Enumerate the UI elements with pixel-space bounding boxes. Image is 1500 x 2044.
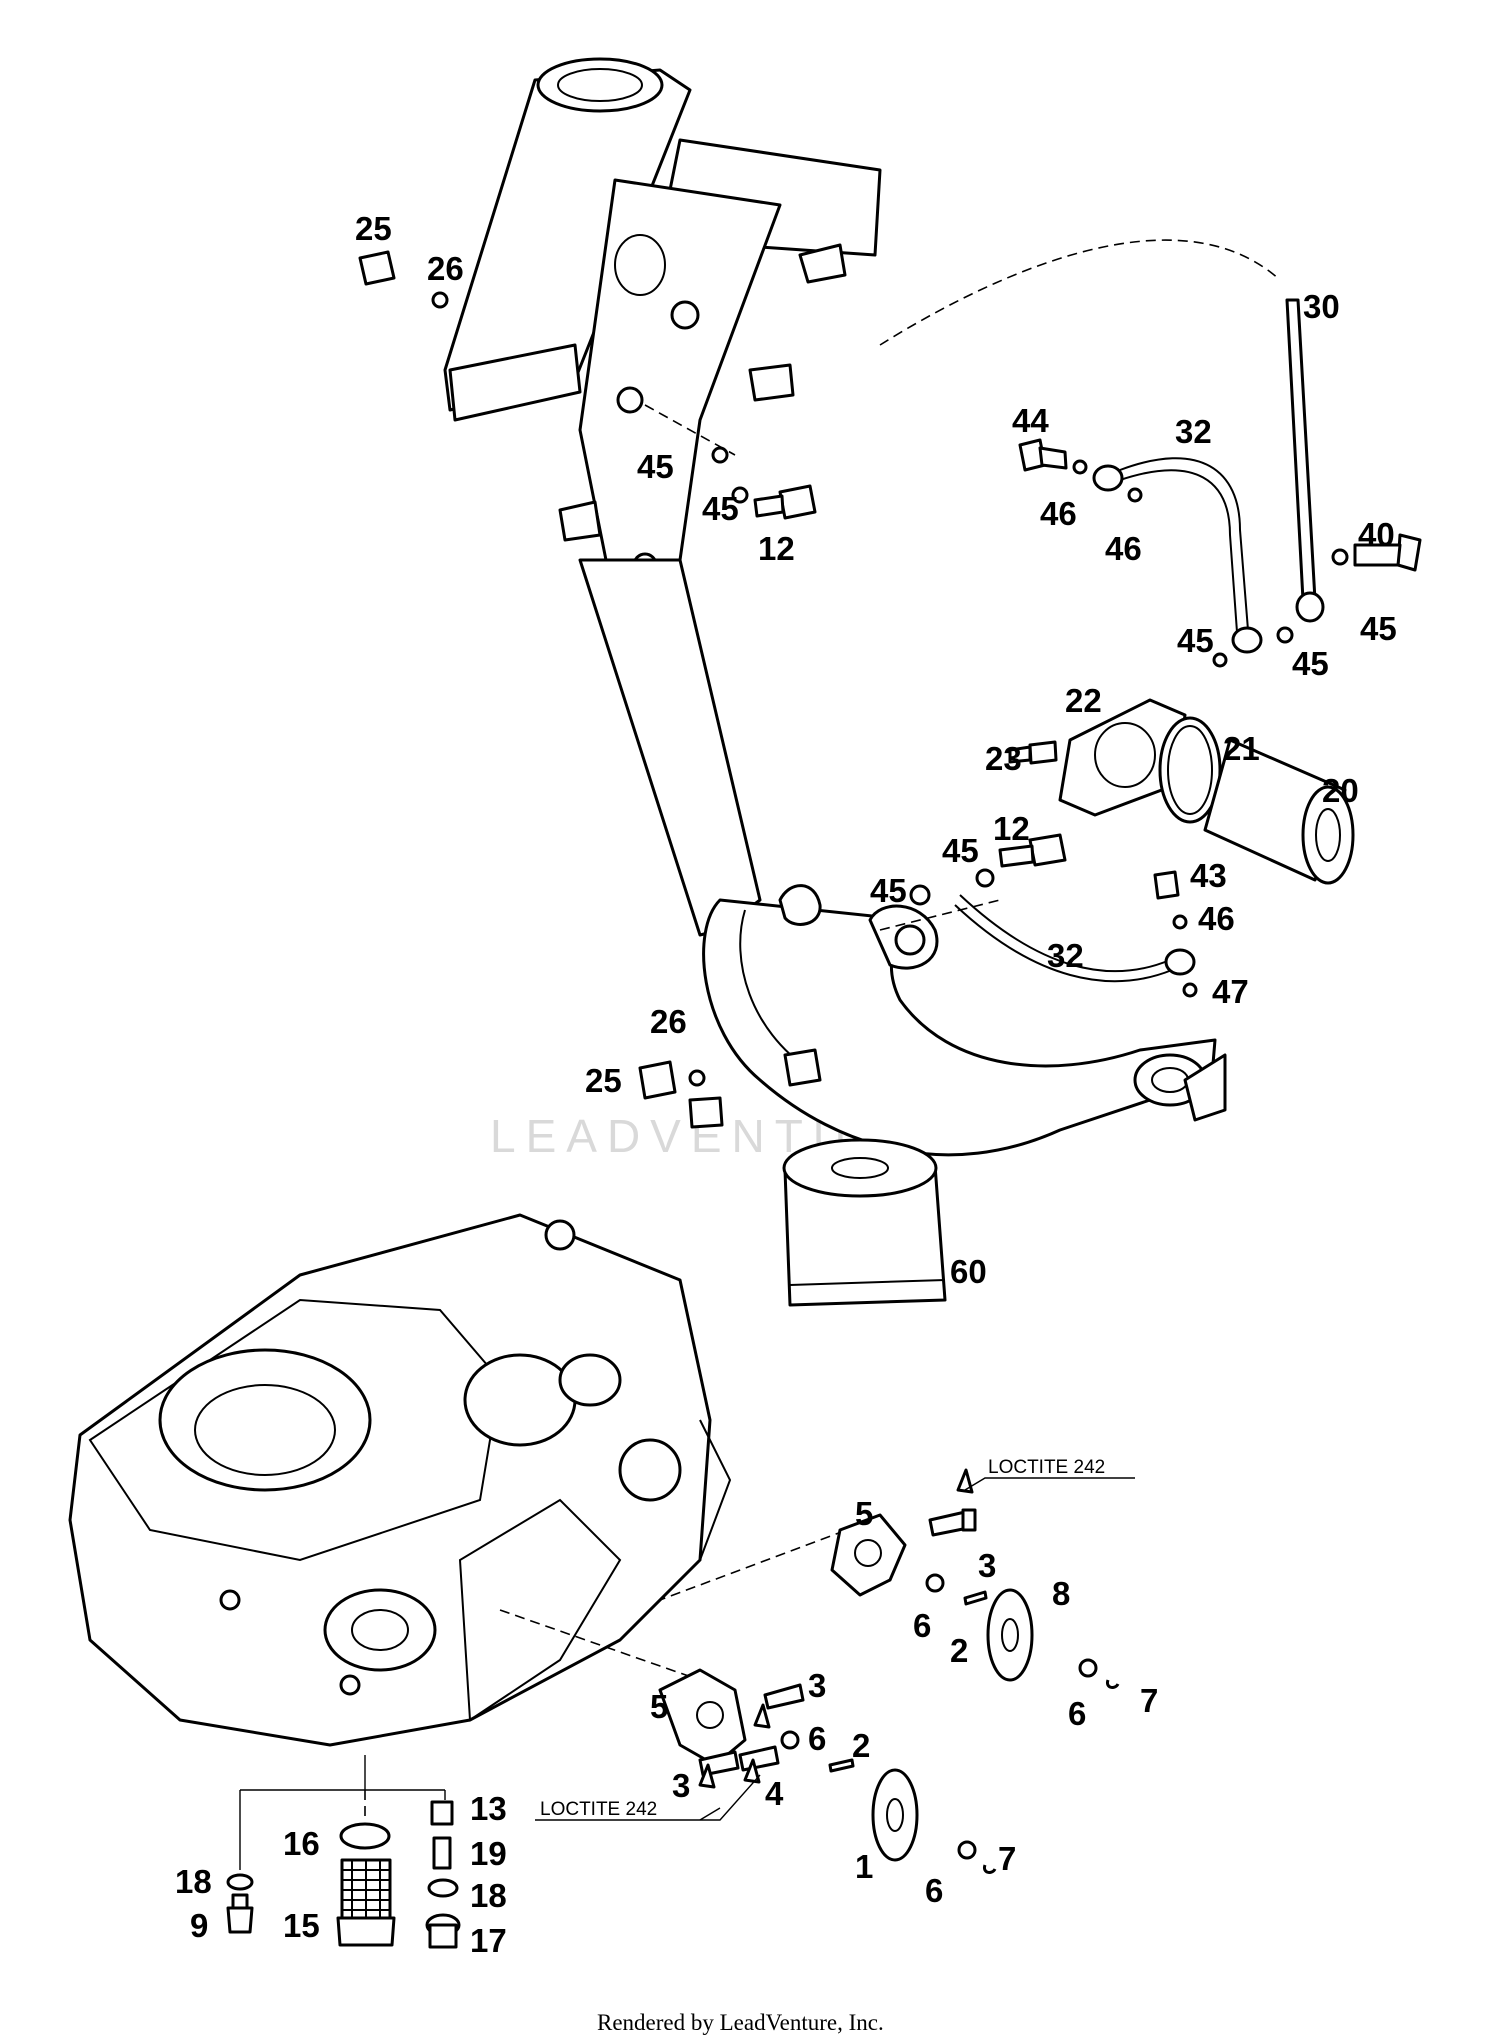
callout-30: 30: [1303, 288, 1340, 325]
callout-7-upper: 7: [1140, 1682, 1158, 1719]
callout-5-lower: 5: [650, 1688, 668, 1725]
callout-20: 20: [1322, 772, 1359, 809]
callout-1: 1: [855, 1848, 873, 1885]
callout-3-lower-a: 3: [808, 1667, 826, 1704]
callout-32-lower: 32: [1047, 937, 1084, 974]
callout-47: 47: [1212, 973, 1249, 1010]
oil-pump-drawing: [499, 1468, 1135, 1874]
callout-3-upper: 3: [978, 1547, 996, 1584]
callout-8: 8: [1052, 1575, 1070, 1612]
callout-6-lower-b: 6: [925, 1872, 943, 1909]
callout-7-lower: 7: [998, 1840, 1016, 1877]
callout-46-b: 46: [1105, 530, 1142, 567]
callout-45-frame-b: 45: [702, 490, 739, 527]
callout-45-right: 45: [1360, 610, 1397, 647]
callout-60: 60: [950, 1253, 987, 1290]
callout-22: 22: [1065, 682, 1102, 719]
callout-5-upper: 5: [855, 1495, 873, 1532]
loctite-note-upper: LOCTITE 242: [988, 1457, 1105, 1478]
callout-23: 23: [985, 740, 1022, 777]
callout-40: 40: [1358, 516, 1395, 553]
callout-12-lower: 12: [993, 810, 1030, 847]
callout-16: 16: [283, 1825, 320, 1862]
callout-45-lower-b: 45: [870, 872, 907, 909]
callout-3-lower-b: 3: [672, 1767, 690, 1804]
callout-12-upper: 12: [758, 530, 795, 567]
callout-19: 19: [470, 1835, 507, 1872]
callout-6-lower: 6: [808, 1720, 826, 1757]
footer-credit: Rendered by LeadVenture, Inc.: [597, 2010, 884, 2035]
frame-drawing: [443, 57, 1281, 1157]
callout-45-mid: 45: [1177, 622, 1214, 659]
oil-lines-drawing: [358, 250, 1422, 1307]
callout-2-lower: 2: [852, 1727, 870, 1764]
callout-17: 17: [470, 1922, 507, 1959]
callout-43: 43: [1190, 857, 1227, 894]
callout-45-lower-a: 45: [942, 832, 979, 869]
drain-group-drawing: [226, 1755, 461, 1949]
loctite-note-lower: LOCTITE 242: [540, 1799, 657, 1820]
callout-45-mid-b: 45: [1292, 645, 1329, 682]
callout-25-lower: 25: [585, 1062, 622, 1099]
callout-26-lower: 26: [650, 1003, 687, 1040]
callout-13: 13: [470, 1790, 507, 1827]
callout-32-upper: 32: [1175, 413, 1212, 450]
callout-45-frame-a: 45: [637, 448, 674, 485]
callout-9: 9: [190, 1907, 208, 1944]
callout-4: 4: [765, 1775, 784, 1812]
callout-25-upper: 25: [355, 210, 392, 247]
callout-18-left: 18: [175, 1863, 212, 1900]
crankcase-drawing: [68, 1213, 732, 1747]
callout-44: 44: [1012, 402, 1049, 439]
callout-6-upper: 6: [913, 1607, 931, 1644]
callout-26-upper: 26: [427, 250, 464, 287]
callout-46-a: 46: [1040, 495, 1077, 532]
callout-6-upper-b: 6: [1068, 1695, 1086, 1732]
callout-15: 15: [283, 1907, 320, 1944]
callout-18-right: 18: [470, 1877, 507, 1914]
callout-46-lower: 46: [1198, 900, 1235, 937]
callout-21: 21: [1223, 730, 1260, 767]
callout-2-upper: 2: [950, 1632, 968, 1669]
